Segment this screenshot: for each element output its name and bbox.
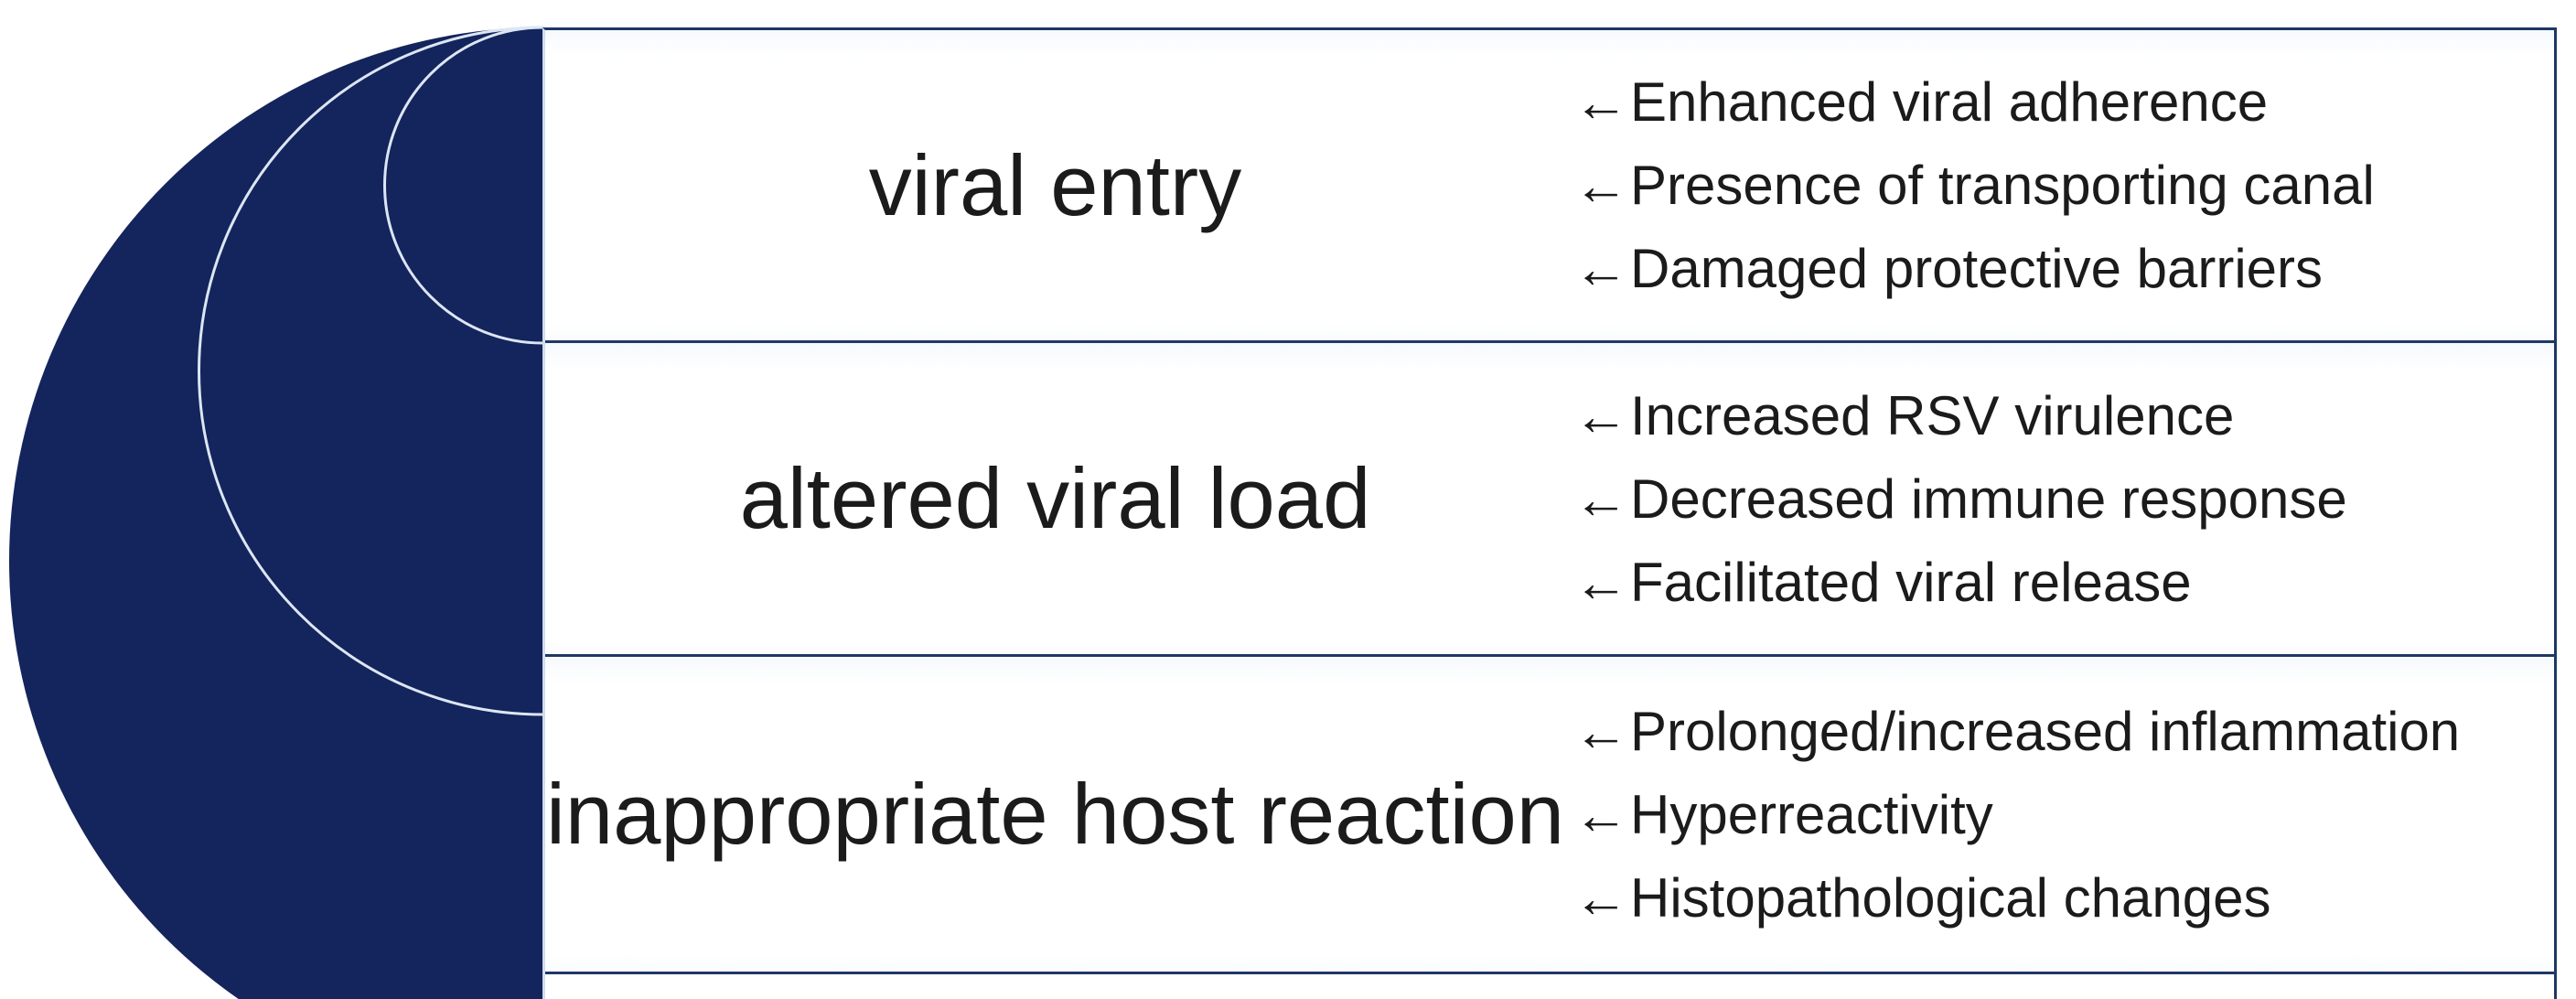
factor-item: ←Increased RSV virulence bbox=[1573, 374, 2554, 457]
factor-text: Decreased immune response bbox=[1630, 467, 2347, 530]
factor-item: ←Damaged protective barriers bbox=[1573, 227, 2554, 310]
stage-factors: ←Prolonged/increased inflammation ←Hyper… bbox=[1565, 690, 2554, 940]
stage-title: inappropriate host reaction bbox=[545, 766, 1565, 863]
factor-item: ←Presence of transporting canal bbox=[1573, 144, 2554, 227]
left-arrow-icon: ← bbox=[1573, 238, 1628, 299]
stage-factors: ←Increased RSV virulence ←Decreased immu… bbox=[1565, 374, 2554, 624]
factor-item: ←Facilitated viral release bbox=[1573, 541, 2554, 624]
factor-text: Histopathological changes bbox=[1630, 866, 2271, 929]
stage-factors: ←Enhanced viral adherence ←Presence of t… bbox=[1565, 60, 2554, 310]
factor-text: Prolonged/increased inflammation bbox=[1630, 700, 2461, 762]
factor-text: Increased RSV virulence bbox=[1630, 384, 2235, 446]
factor-text: Enhanced viral adherence bbox=[1630, 71, 2269, 133]
factor-item: ←Enhanced viral adherence bbox=[1573, 60, 2554, 144]
table-row-altered-viral-load: altered viral load ←Increased RSV virule… bbox=[545, 343, 2554, 657]
stage-title: viral entry bbox=[868, 136, 1242, 233]
factor-text: Presence of transporting canal bbox=[1630, 155, 2375, 216]
left-arrow-icon: ← bbox=[1573, 467, 1628, 530]
table-row-viral-entry: viral entry ←Enhanced viral adherence ←P… bbox=[545, 30, 2554, 343]
left-arrow-icon: ← bbox=[1573, 384, 1628, 446]
left-arrow-icon: ← bbox=[1573, 551, 1628, 613]
left-arrow-icon: ← bbox=[1573, 866, 1628, 929]
factor-item: ←Prolonged/increased inflammation bbox=[1573, 690, 2554, 773]
left-arrow-icon: ← bbox=[1573, 155, 1628, 216]
table-row-partial-bottom bbox=[545, 974, 2554, 999]
factor-item: ←Decreased immune response bbox=[1573, 457, 2554, 541]
left-arrow-icon: ← bbox=[1573, 700, 1628, 762]
stages-table: viral entry ←Enhanced viral adherence ←P… bbox=[542, 27, 2557, 999]
stage-title: altered viral load bbox=[739, 450, 1371, 547]
table-row-inappropriate-host-reaction: inappropriate host reaction ←Prolonged/i… bbox=[545, 657, 2554, 974]
factor-text: Facilitated viral release bbox=[1630, 551, 2192, 613]
factor-text: Damaged protective barriers bbox=[1630, 238, 2324, 299]
factor-item: ←Histopathological changes bbox=[1573, 856, 2554, 940]
left-arrow-icon: ← bbox=[1573, 783, 1628, 845]
factor-item: ←Hyperreactivity bbox=[1573, 773, 2554, 856]
factor-text: Hyperreactivity bbox=[1630, 783, 1993, 845]
left-arrow-icon: ← bbox=[1573, 71, 1628, 133]
